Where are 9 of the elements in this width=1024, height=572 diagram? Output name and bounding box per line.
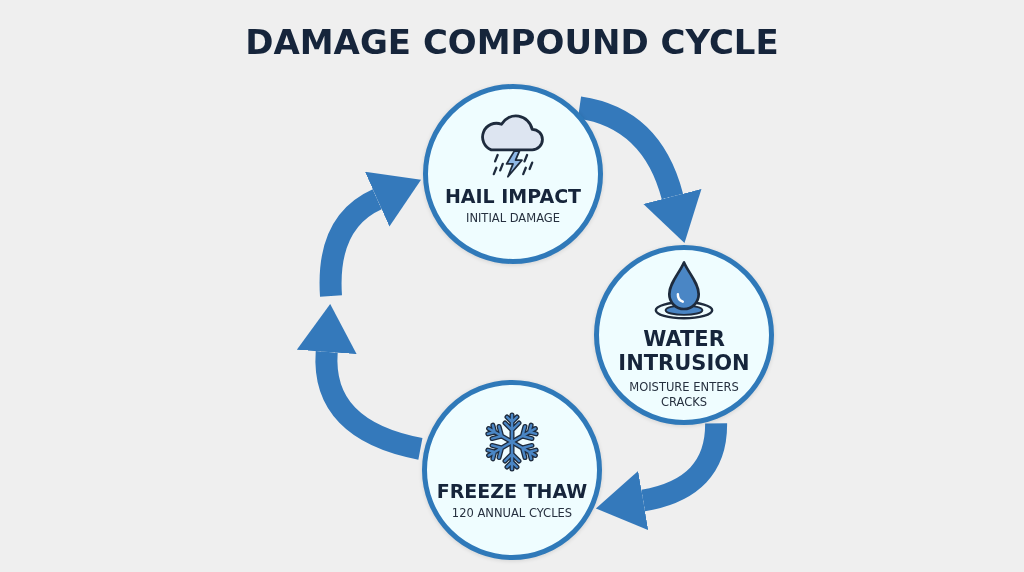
stage-heading: FREEZE THAW — [436, 480, 588, 502]
stage-heading: WATER INTRUSION — [617, 328, 751, 375]
curved-arrow — [319, 172, 420, 297]
curved-arrow — [296, 303, 423, 460]
stage-heading: HAIL IMPACT — [444, 185, 582, 207]
stage-description: INITIAL DAMAGE — [466, 211, 560, 227]
stage-description: 120 ANNUAL CYCLES — [451, 506, 573, 522]
stage-description: MOISTURE ENTERS CRACKS — [628, 379, 740, 410]
diagram-title: DAMAGE COMPOUND CYCLE — [245, 24, 779, 62]
